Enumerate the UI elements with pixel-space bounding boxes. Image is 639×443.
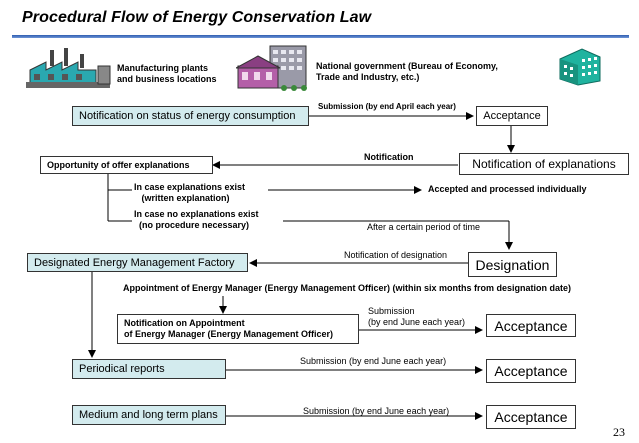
page-title: Procedural Flow of Energy Conservation L… — [22, 9, 372, 26]
submission-june-label-1: Submission (by end June each year) — [368, 306, 466, 327]
notification-explanations-box: Notification of explanations — [459, 153, 629, 175]
title-rule — [12, 35, 629, 38]
after-period-label: After a certain period of time — [367, 222, 481, 232]
appointment-label: Appointment of Energy Manager (Energy Ma… — [123, 283, 572, 293]
notification-label: Notification — [364, 152, 414, 162]
case-exist-label: In case explanations exist (written expl… — [134, 182, 246, 203]
medium-long-plans-box: Medium and long term plans — [72, 405, 226, 425]
submission-april-label: Submission (by end April each year) — [318, 102, 456, 111]
acceptance-box-3: Acceptance — [486, 359, 576, 383]
government-label: National government (Bureau of Economy, … — [316, 61, 498, 82]
acceptance-box-2: Acceptance — [486, 314, 576, 337]
periodical-reports-box: Periodical reports — [72, 359, 226, 379]
government-building-icon — [236, 45, 307, 91]
page-number: 23 — [613, 425, 625, 439]
notification-designation-label: Notification of designation — [344, 250, 448, 260]
opportunity-explanations-box: Opportunity of offer explanations — [40, 156, 213, 174]
designated-factory-box: Designated Energy Management Factory — [27, 253, 248, 272]
notification-status-box: Notification on status of energy consump… — [72, 106, 309, 126]
submission-june-label-2: Submission (by end June each year) — [300, 356, 447, 366]
acceptance-box-4: Acceptance — [486, 405, 576, 429]
manufacturers-label: Manufacturing plants and business locati… — [117, 63, 217, 84]
office-building-icon — [559, 48, 601, 86]
acceptance-box-1: Acceptance — [476, 106, 548, 126]
accepted-individually-label: Accepted and processed individually — [428, 184, 587, 194]
submission-june-label-3: Submission (by end June each year) — [303, 406, 450, 416]
case-none-label: In case no explanations exist (no proced… — [134, 209, 259, 230]
factory-icon — [26, 48, 111, 88]
notification-appointment-box: Notification on Appointment of Energy Ma… — [117, 314, 359, 344]
designation-box: Designation — [468, 252, 557, 277]
